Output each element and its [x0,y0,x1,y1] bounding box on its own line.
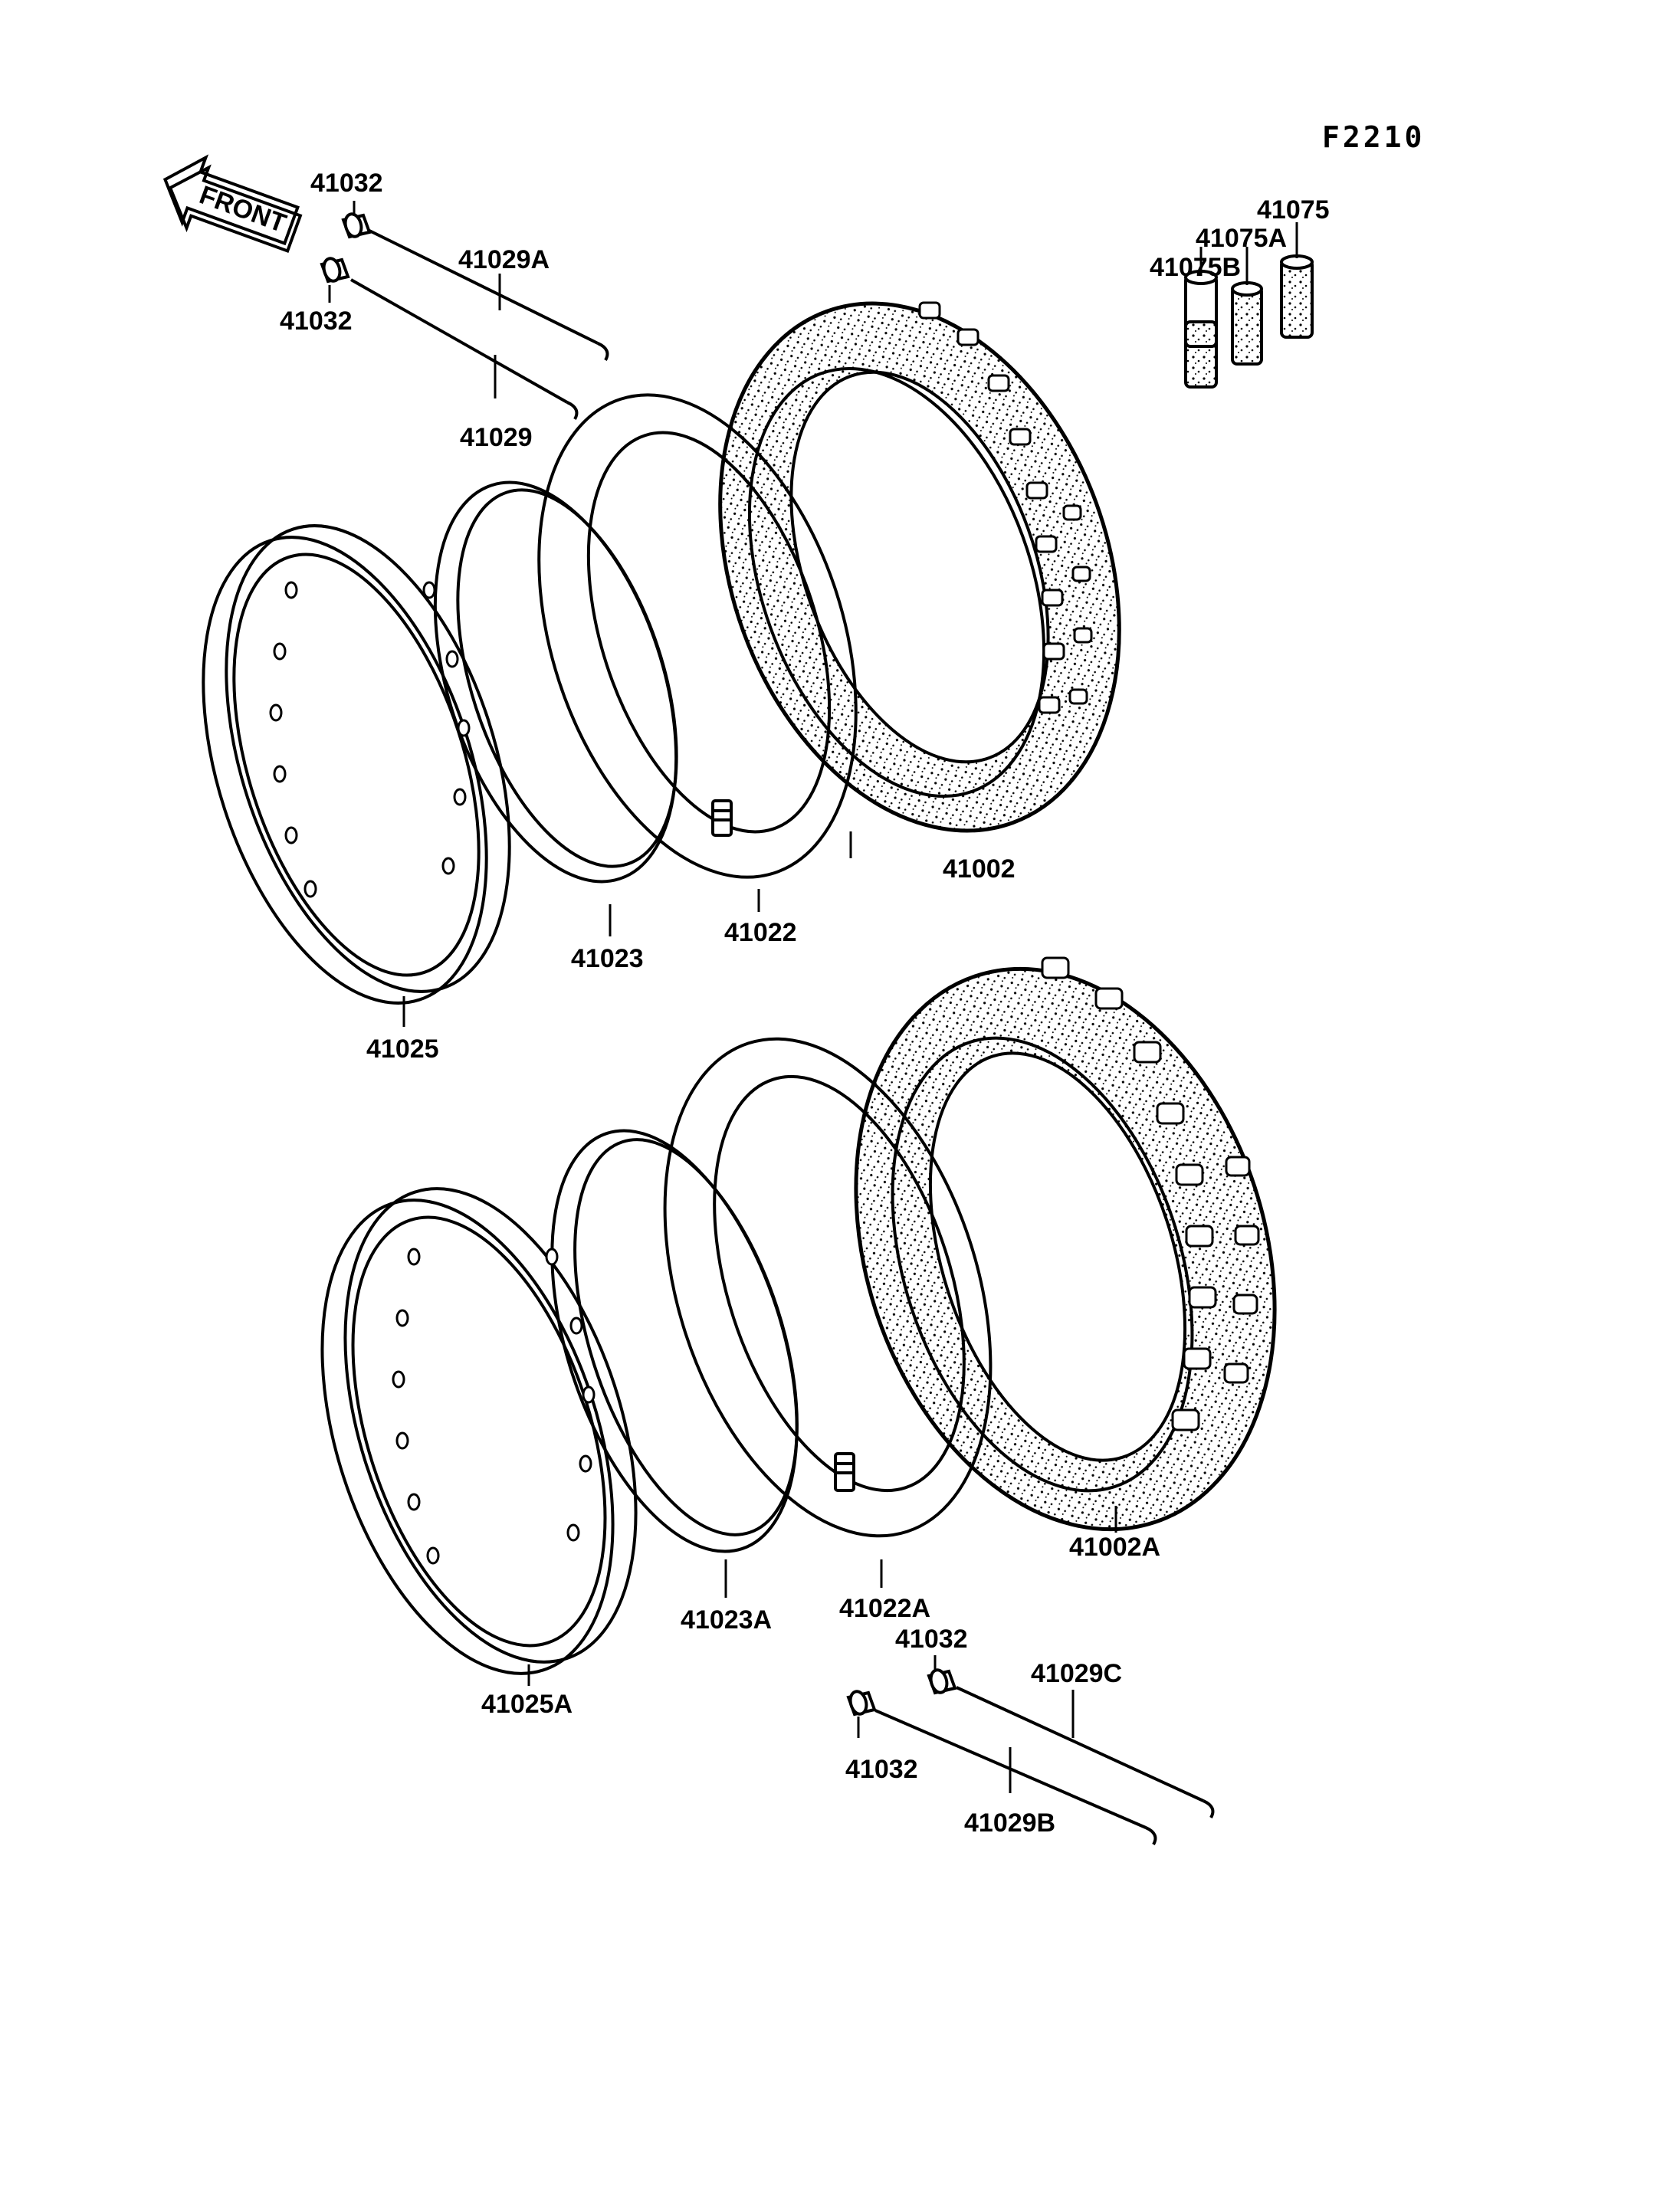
label-41002: 41002 [943,854,1016,884]
valve-stem-bottom [834,1452,855,1492]
spoke-nipple-bottom-2 [846,1690,877,1717]
figure-code: F2210 [1322,120,1425,154]
tube-41022A [663,1037,993,1538]
spoke-41029C [956,1686,1215,1818]
spoke-nipple-top-1 [341,212,372,239]
label-41023A: 41023A [681,1605,772,1635]
label-41075: 41075 [1257,195,1330,225]
label-41029B: 41029B [964,1808,1055,1838]
label-41002A: 41002A [1069,1533,1160,1562]
tire-41002A [854,956,1277,1532]
rim-41025 [202,524,511,1005]
label-41032-top-2: 41032 [280,307,353,336]
label-41029C: 41029C [1031,1659,1122,1688]
label-41075A: 41075A [1196,224,1287,253]
label-41022A: 41022A [839,1594,930,1623]
spoke-nipple-bottom-1 [927,1668,957,1695]
label-41032-top-1: 41032 [310,169,383,198]
rim-41025A [320,1187,638,1675]
tire-41002 [718,301,1121,833]
label-41032-bottom-2: 41032 [845,1755,918,1784]
rim-band-41023A [550,1129,799,1553]
valve-cap-41075 [1280,254,1314,339]
spoke-nipple-top-2 [320,257,350,284]
spoke-41029 [350,278,579,420]
label-41023: 41023 [571,944,644,973]
label-41025A: 41025A [481,1690,573,1719]
label-41022: 41022 [724,918,797,947]
label-41029A: 41029A [458,245,550,274]
label-41025: 41025 [366,1035,439,1064]
tube-41022 [537,393,858,879]
label-41029: 41029 [460,423,533,452]
front-arrow-icon: FRONT [162,154,303,254]
label-41032-bottom-1: 41032 [895,1625,968,1654]
valve-cap-41075A [1231,281,1263,366]
valve-cap-41075B [1184,270,1218,389]
valve-stem-top [711,799,733,837]
spoke-41029A [367,228,609,361]
label-41075B: 41075B [1150,253,1241,282]
